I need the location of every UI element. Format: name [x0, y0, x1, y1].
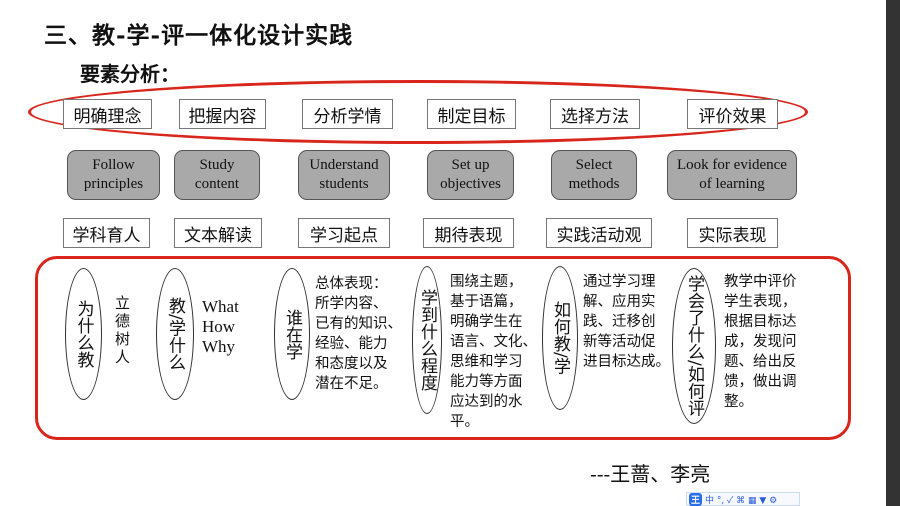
ime-tools[interactable]: 中 °, ✓ ⌘ ▦ ▼ ⚙ [705, 495, 778, 506]
answer-text: 立德树人 [113, 295, 131, 367]
ime-logo-icon[interactable]: 王 [689, 492, 703, 506]
answer-text: 通过学习理 解、应用实 践、迁移创 新等活动促 进目标达成。 [583, 274, 670, 370]
element-box-en: Set up objectives [427, 150, 514, 200]
question-oval: 为什么教 [65, 268, 102, 400]
element-box-en: Study content [174, 150, 260, 200]
element-box-en: Understand students [298, 150, 390, 200]
question-oval: 如何教/学 [542, 266, 578, 410]
question-oval: 学会了什么/如何评 [672, 268, 716, 424]
window-edge [886, 0, 900, 506]
author-credit: ---王蔷、李亮 [590, 462, 711, 486]
focus-box: 实际表现 [687, 218, 778, 248]
highlight-ellipse [28, 80, 808, 144]
answer-text: What How Why [202, 297, 239, 356]
details-frame [35, 256, 851, 440]
element-box-cn: 明确理念 [63, 99, 152, 129]
element-box-en: Select methods [551, 150, 637, 200]
section-subtitle: 要素分析： [80, 62, 180, 86]
element-box-cn: 分析学情 [302, 99, 393, 129]
focus-box: 学习起点 [298, 218, 390, 248]
answer-text: 教学中评价 学生表现， 根据目标达 成，发现问 题、给出反 馈，做出调 整。 [724, 274, 797, 410]
answer-text: 围绕主题， 基于语篇， 明确学生在 语言、文化、 思维和学习 能力等方面 应达到… [450, 274, 537, 430]
question-oval: 学到什么程度 [412, 266, 442, 414]
answer-text: 总体表现： 所学内容、 已有的知识、 经验、能力 和态度以及 潜在不足。 [315, 276, 402, 392]
question-oval: 教/学什么 [156, 268, 194, 400]
element-box-en: Look for evidence of learning [667, 150, 797, 200]
ime-toolbar[interactable]: 王 中 °, ✓ ⌘ ▦ ▼ ⚙ [686, 492, 800, 506]
focus-box: 学科育人 [63, 218, 150, 248]
element-box-cn: 把握内容 [179, 99, 266, 129]
focus-box: 期待表现 [423, 218, 514, 248]
element-box-cn: 制定目标 [427, 99, 516, 129]
page-title: 三、教-学-评一体化设计实践 [44, 22, 354, 49]
element-box-en: Follow principles [67, 150, 160, 200]
focus-box: 文本解读 [174, 218, 262, 248]
question-oval: 谁在学 [274, 268, 310, 400]
element-box-cn: 评价效果 [687, 99, 778, 129]
element-box-cn: 选择方法 [550, 99, 640, 129]
focus-box: 实践活动观 [546, 218, 652, 248]
